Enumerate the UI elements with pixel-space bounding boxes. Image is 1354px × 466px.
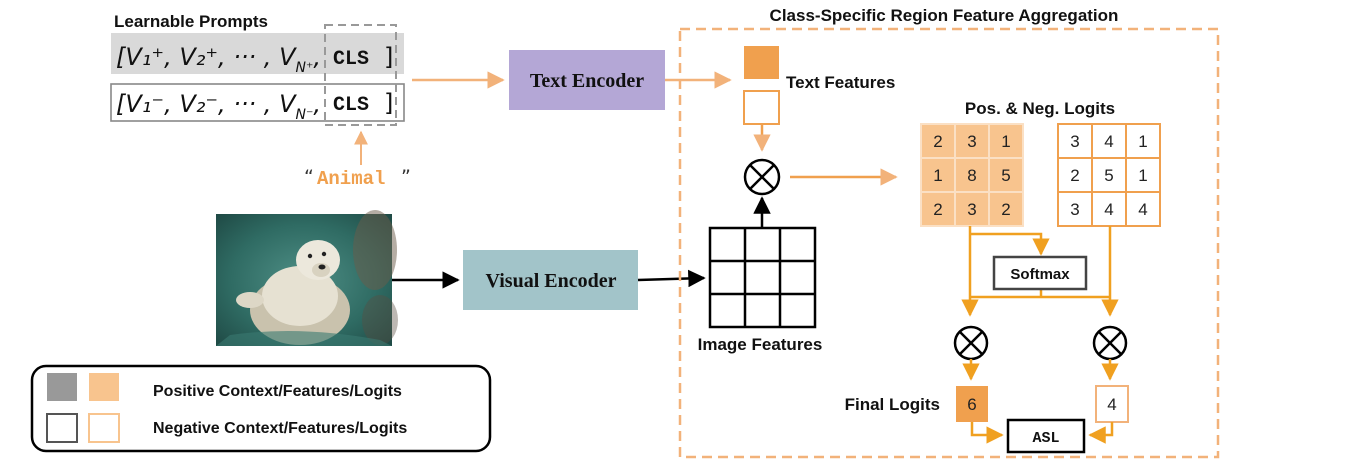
- legend-positive-label: Positive Context/Features/Logits: [153, 383, 402, 400]
- positive-logit-value: 3: [967, 200, 976, 219]
- aggregation-title: Class-Specific Region Feature Aggregatio…: [770, 6, 1119, 25]
- negative-logit-value: 4: [1104, 132, 1113, 151]
- multiply-operator-positive: [953, 325, 989, 361]
- class-name-label: “ Animal ”: [304, 166, 411, 190]
- positive-logit-value: 3: [967, 132, 976, 151]
- negative-cls-token: CLS: [333, 94, 369, 117]
- negative-logit-value: 4: [1138, 200, 1147, 219]
- logits-flow-lines: [961, 226, 1119, 317]
- asl-loss-block: ASL: [1006, 418, 1086, 454]
- negative-prompt-sub: N⁻: [295, 107, 313, 123]
- positive-prompt: [V₁⁺, V₂⁺, ··· , VN⁺, CLS ]: [111, 33, 404, 76]
- positive-logit-value: 8: [967, 166, 976, 185]
- visual-encoder-block: Visual Encoder: [463, 250, 638, 310]
- positive-prompt-vectors: [V₁⁺, V₂⁺, ··· , VN⁺,: [116, 43, 321, 76]
- visual-encoder-to-features-arrow: [637, 269, 706, 288]
- legend-positive-orange-swatch: [89, 373, 119, 401]
- image-features-grid: [708, 226, 817, 329]
- positive-close-bracket: ]: [384, 43, 393, 71]
- negative-prompt-text: [V₁⁻, V₂⁻, ··· , V: [116, 90, 297, 118]
- negative-logit-value: 1: [1138, 166, 1147, 185]
- logits-label: Pos. & Neg. Logits: [965, 99, 1115, 118]
- legend-negative-orange-swatch: [88, 413, 120, 443]
- image-features-label: Image Features: [698, 335, 823, 354]
- positive-prompt-text: [V₁⁺, V₂⁺, ··· , V: [116, 43, 297, 71]
- negative-prompt-vectors: [V₁⁻, V₂⁻, ··· , VN⁻,: [116, 90, 321, 123]
- positive-cls-token: CLS: [333, 48, 369, 71]
- positive-logit-value: 1: [1001, 132, 1010, 151]
- multiply-operator-main: [743, 158, 781, 196]
- asl-label: ASL: [1032, 430, 1059, 447]
- positive-logit-value: 2: [1001, 200, 1010, 219]
- final-negative-logit: 4: [1095, 385, 1129, 423]
- negative-logit-value: 2: [1070, 166, 1079, 185]
- softmax-block: Softmax: [992, 255, 1088, 291]
- text-encoder-label: Text Encoder: [530, 70, 644, 92]
- legend-box: Positive Context/Features/Logits Negativ…: [30, 364, 492, 453]
- negative-prompt: [V₁⁻, V₂⁻, ··· , VN⁻, CLS ]: [110, 83, 405, 123]
- negative-logit-value: 4: [1104, 200, 1113, 219]
- positive-logit-cell: [988, 191, 1024, 227]
- negative-logit-value: 3: [1070, 132, 1079, 151]
- positive-logit-value: 5: [1001, 166, 1010, 185]
- softmax-label: Softmax: [1010, 266, 1070, 283]
- multiply-operator-negative: [1092, 325, 1128, 361]
- negative-logits-grid: 3 4 1 2 5 1 3 4 4: [1057, 123, 1161, 227]
- text-encoder-block: Text Encoder: [509, 50, 665, 110]
- final-negative-value: 4: [1107, 395, 1116, 414]
- positive-logit-value: 1: [933, 166, 942, 185]
- positive-logit-value: 2: [933, 200, 942, 219]
- close-quote: ”: [401, 166, 411, 188]
- visual-encoder-label: Visual Encoder: [486, 270, 617, 292]
- negative-logit-value: 1: [1138, 132, 1147, 151]
- learnable-prompts-title: Learnable Prompts: [114, 12, 268, 31]
- class-name-value: Animal: [317, 168, 385, 190]
- final-positive-value: 6: [967, 395, 976, 414]
- final-pos-to-asl-arrow: [970, 422, 1004, 444]
- negative-logit-cell: [1125, 191, 1161, 227]
- final-positive-logit: 6: [956, 386, 988, 422]
- legend-negative-gray-swatch: [46, 413, 78, 443]
- positive-logit-value: 2: [933, 132, 942, 151]
- positive-prompt-sub: N⁺: [295, 60, 313, 76]
- final-logits-label: Final Logits: [845, 395, 940, 414]
- negative-logit-value: 3: [1070, 200, 1079, 219]
- negative-close-bracket: ]: [384, 89, 393, 117]
- positive-text-feature: [744, 46, 779, 79]
- open-quote: “: [304, 166, 314, 188]
- legend-negative-label: Negative Context/Features/Logits: [153, 420, 407, 437]
- legend-positive-gray-swatch: [47, 373, 77, 401]
- negative-logit-value: 5: [1104, 166, 1113, 185]
- final-neg-to-asl-arrow: [1088, 422, 1114, 444]
- aggregation-dashed-box: [678, 27, 1220, 459]
- text-features-label: Text Features: [786, 73, 895, 92]
- cls-dashed-box: [324, 24, 397, 126]
- polar-bear-image: [216, 210, 398, 346]
- negative-text-feature: [743, 90, 780, 125]
